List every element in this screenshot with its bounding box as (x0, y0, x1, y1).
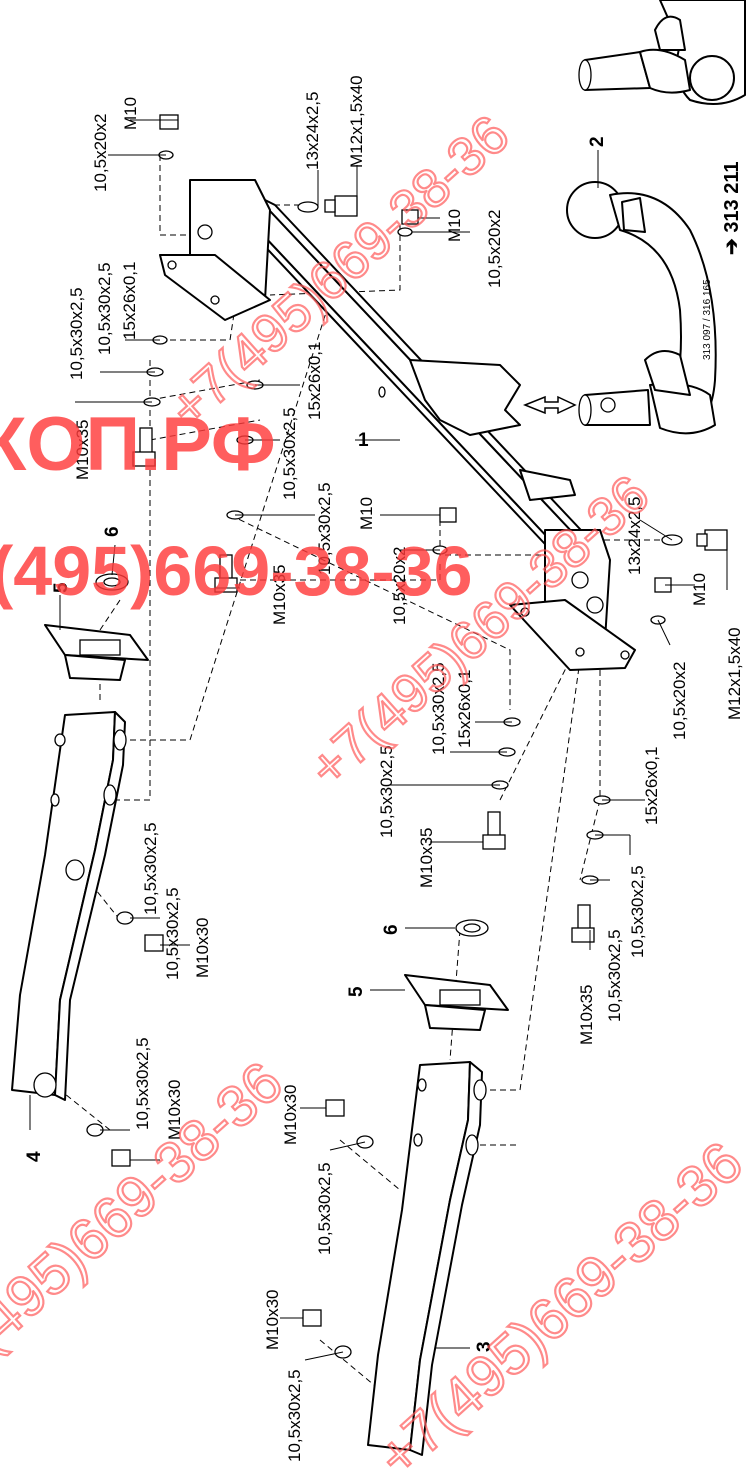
label-m12x1-5x40: M12x1,5x40 (347, 75, 366, 168)
label-m10x30: M10x30 (193, 918, 212, 978)
label-15x26x0-1: 15x26x0,1 (305, 342, 324, 420)
label-m10x35: M10x35 (577, 985, 596, 1045)
label-10-5x30x2-5: 10,5x30x2,5 (605, 929, 624, 1022)
watermark-site: КОП.РФ (0, 402, 276, 487)
leader-lines (29, 119, 728, 1361)
label-10-5x30x2-5: 10,5x30x2,5 (315, 1162, 334, 1255)
cover-plate-left (44, 624, 149, 681)
part-5-label-left: 5 (51, 582, 72, 593)
double-arrow-icon (522, 395, 577, 415)
label-13x24x2-5: 13x24x2,5 (625, 497, 644, 575)
part-6-label-left: 6 (102, 526, 123, 537)
part-2-label: 2 (587, 136, 608, 147)
tow-ball-neck: 313 097 / 316 165 (566, 0, 746, 435)
label-10-5x30x2-5: 10,5x30x2,5 (315, 482, 334, 575)
label-10-5x20x2: 10,5x20x2 (390, 547, 409, 625)
reference-number: ➔ 313 211 (721, 161, 743, 255)
label-10-5x20x2: 10,5x20x2 (670, 662, 689, 740)
cover-plate-right (404, 974, 509, 1031)
label-10-5x20x2: 10,5x20x2 (91, 114, 110, 192)
left-bracket (11, 711, 127, 1101)
label-13x24x2-5: 13x24x2,5 (303, 92, 322, 170)
watermark-phone: (495)669-38-36 (0, 532, 473, 610)
label-m10: M10 (445, 209, 464, 242)
label-10-5x30x2-5: 10,5x30x2,5 (95, 262, 114, 355)
hardware-labels: M10 10,5x20x2 13x24x2,5 M12x1,5x40 M10 1… (67, 75, 744, 1462)
large-washer-left (95, 573, 129, 591)
label-10-5x20x2: 10,5x20x2 (485, 210, 504, 288)
label-m10x30: M10x30 (281, 1085, 300, 1145)
label-m10x35: M10x35 (417, 828, 436, 888)
label-10-5x30x2-5: 10,5x30x2,5 (285, 1369, 304, 1462)
part-3-number: 3 (474, 1341, 495, 1352)
label-m10: M10 (121, 97, 140, 130)
label-10-5x30x2-5: 10,5x30x2,5 (280, 407, 299, 500)
label-m10x30: M10x30 (263, 1290, 282, 1350)
label-10-5x30x2-5: 10,5x30x2,5 (133, 1037, 152, 1130)
label-m12x1-5x40: M12x1,5x40 (725, 627, 744, 720)
fasteners (86, 114, 728, 1359)
label-15x26x0-1: 15x26x0,1 (642, 747, 661, 825)
label-10-5x30x2-5: 10,5x30x2,5 (628, 865, 647, 958)
large-washer-right (455, 919, 489, 937)
label-10-5x30x2-5: 10,5x30x2,5 (67, 287, 86, 380)
label-m10: M10 (357, 497, 376, 530)
label-m10x35: M10x35 (270, 565, 289, 625)
label-10-5x30x2-5: 10,5x30x2,5 (163, 887, 182, 980)
part-numbers: 1 2 3 4 5 5 6 6 (24, 136, 608, 1352)
part-6-label-right: 6 (381, 924, 402, 935)
label-m10x35: M10x35 (73, 420, 92, 480)
label-m10x30: M10x30 (165, 1080, 184, 1140)
label-10-5x30x2-5: 10,5x30x2,5 (141, 822, 160, 915)
label-10-5x30x2-5: 10,5x30x2,5 (429, 662, 448, 755)
part-5-label-right: 5 (346, 986, 367, 997)
part-4-label: 4 (24, 1151, 45, 1162)
label-m10: M10 (690, 573, 709, 606)
ball-marking: 313 097 / 316 165 (702, 279, 713, 360)
part-1-label: 1 (358, 430, 369, 451)
crossbar (159, 179, 636, 671)
right-bracket (367, 1061, 487, 1456)
label-15x26x0-1: 15x26x0,1 (120, 262, 139, 340)
label-10-5x30x2-5: 10,5x30x2,5 (377, 745, 396, 838)
label-15x26x0-1: 15x26x0,1 (455, 670, 474, 748)
